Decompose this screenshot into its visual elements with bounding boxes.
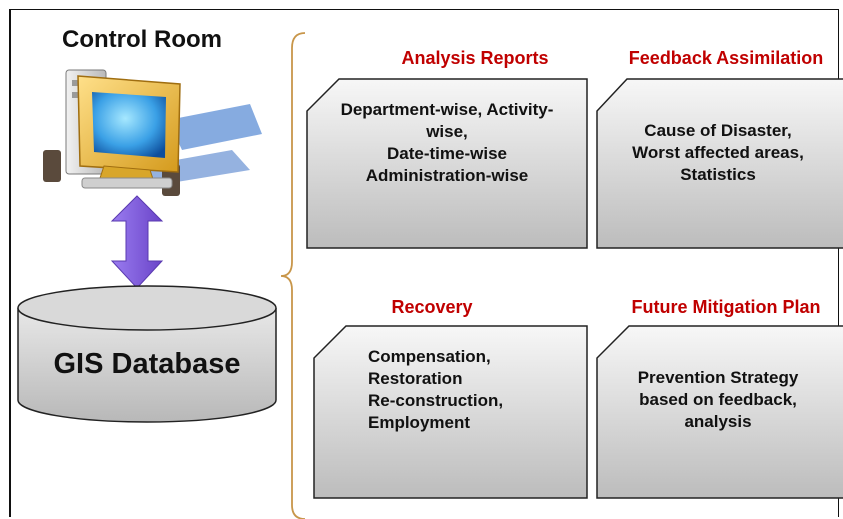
- text-line: Restoration: [368, 369, 463, 388]
- text-line: Date-time-wise: [387, 144, 507, 163]
- box-analysis-reports: [306, 78, 588, 249]
- box-recovery: [313, 325, 588, 499]
- computer-icon: [43, 69, 262, 196]
- database-cylinder-icon: [17, 285, 277, 423]
- brace-connector: [280, 32, 306, 519]
- control-room-title: Control Room: [62, 26, 222, 53]
- text-line: Worst affected areas,: [632, 143, 804, 162]
- text-line: Compensation,: [368, 347, 491, 366]
- feedback-assimilation-text: Cause of Disaster, Worst affected areas,…: [602, 120, 834, 186]
- heading-future-mitigation-plan: Future Mitigation Plan: [631, 297, 821, 317]
- text-line: Administration-wise: [365, 166, 529, 185]
- heading-recovery: Recovery: [391, 297, 473, 317]
- text-line: Re-construction,: [368, 391, 504, 410]
- text-line: Employment: [368, 413, 471, 432]
- future-mitigation-plan-text: Prevention Strategy based on feedback, a…: [602, 367, 834, 433]
- heading-feedback-assimilation: Feedback Assimilation: [628, 48, 824, 68]
- recovery-text: Compensation, Restoration Re-constructio…: [368, 346, 578, 434]
- text-line: Department-wise, Activity-: [340, 100, 554, 119]
- double-arrow-icon: [110, 195, 164, 289]
- text-line: analysis: [684, 412, 752, 431]
- text-line: Prevention Strategy: [637, 368, 799, 387]
- analysis-reports-text: Department-wise, Activity- wise, Date-ti…: [312, 99, 582, 187]
- text-line: Cause of Disaster,: [644, 121, 792, 140]
- heading-analysis-reports: Analysis Reports: [401, 48, 549, 68]
- text-line: based on feedback,: [639, 390, 797, 409]
- text-line: Statistics: [680, 165, 756, 184]
- text-line: wise,: [426, 122, 468, 141]
- box-future-mitigation-plan: [596, 325, 843, 499]
- gis-database-label: GIS Database: [53, 348, 241, 380]
- box-feedback-assimilation: [596, 78, 843, 249]
